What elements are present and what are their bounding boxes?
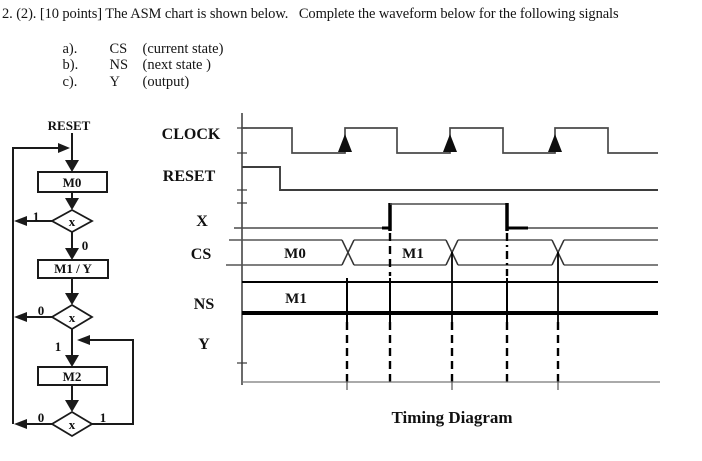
item-signal: CS <box>109 41 128 57</box>
item-letter: a). <box>62 41 78 57</box>
decision-diamond-1 <box>50 208 94 234</box>
arrow-into-m1y <box>65 248 79 260</box>
branch2-left-label: 0 <box>38 303 45 318</box>
decision2-x: x <box>69 310 76 325</box>
rising-edge-arrow-1 <box>338 134 352 152</box>
clock-edge-arrows <box>338 134 562 152</box>
label-ns: NS <box>194 296 215 313</box>
asm-decision-diamonds <box>50 208 94 438</box>
state-label-m0: M0 <box>63 175 82 190</box>
cs-value-m0: M0 <box>284 246 306 262</box>
asm-arrowheads <box>14 143 90 429</box>
arrow-to-rail-1 <box>14 216 27 226</box>
arrow-into-m2 <box>65 355 79 367</box>
ns-cell-dividers <box>346 252 559 322</box>
time-axis <box>242 381 660 390</box>
item-desc: (output) <box>142 74 190 90</box>
label-clock: CLOCK <box>162 126 221 143</box>
item-letter: b). <box>62 57 79 73</box>
asm-chart: RESET M0 M1 / Y M2 x x x 1 0 0 1 0 1 <box>12 118 134 438</box>
branch1-left-label: 1 <box>33 209 40 224</box>
timing-diagram: M0 M1 M1 <box>162 113 660 427</box>
item-desc: (next state ) <box>142 57 211 73</box>
arrow-to-rail-3 <box>14 419 27 429</box>
signal-name-labels: CLOCK RESET X CS NS Y <box>162 126 221 353</box>
rising-edge-arrow-3 <box>548 134 562 152</box>
cs-bus-transitions <box>341 239 565 266</box>
time-axis-ticks <box>346 382 559 390</box>
label-reset: RESET <box>163 168 216 185</box>
dashed-reference-lines <box>345 233 560 383</box>
reset-waveform <box>242 166 658 191</box>
decision1-x: x <box>69 214 76 229</box>
item-signal: Y <box>109 74 120 90</box>
asm-left-rail <box>12 147 58 424</box>
arrow-into-m0 <box>65 160 79 172</box>
branch1-down-label: 0 <box>82 238 89 253</box>
cs-value-m1: M1 <box>402 246 424 262</box>
asm-state-boxes <box>37 171 109 386</box>
state-label-m2: M2 <box>63 369 82 384</box>
label-cs: CS <box>191 246 212 263</box>
arrow-into-decision1 <box>65 198 79 210</box>
cs-bus-waveform: M0 M1 <box>226 239 658 266</box>
question-title: 2. (2). [10 points] The ASM chart is sho… <box>2 6 619 22</box>
decision3-x: x <box>69 417 76 432</box>
ns-value-m1: M1 <box>285 291 307 307</box>
arrow-into-top-junction <box>58 143 70 153</box>
rising-edge-arrow-2 <box>443 134 457 152</box>
decision-diamond-3 <box>50 410 94 438</box>
branch3-left-label: 0 <box>38 410 45 425</box>
decision-diamond-2 <box>50 303 94 331</box>
branch2-down-label: 1 <box>55 339 62 354</box>
branch3-right-label: 1 <box>100 410 107 425</box>
x-waveform <box>234 203 658 231</box>
signal-list-item-a: a). CS (current state) <box>48 24 224 75</box>
signal-list-item-c: c). Y (output) <box>48 57 190 108</box>
ns-bus-waveform: M1 <box>242 252 658 322</box>
arrow-feedback-join <box>77 335 90 345</box>
item-letter: c). <box>62 74 78 90</box>
item-desc: (current state) <box>142 41 224 57</box>
reset-label: RESET <box>48 118 91 133</box>
state-label-m1y: M1 / Y <box>54 261 92 276</box>
state-box-m0 <box>37 171 108 193</box>
arrow-into-decision3 <box>65 400 79 412</box>
item-signal: NS <box>109 57 129 73</box>
label-y: Y <box>198 336 210 353</box>
label-x: X <box>196 213 208 230</box>
state-box-m1y <box>37 259 109 279</box>
clock-waveform <box>242 127 658 154</box>
cs-bus-rails <box>226 239 658 266</box>
arrow-into-decision2 <box>65 293 79 305</box>
arrow-to-rail-2 <box>14 312 27 322</box>
asm-labels: RESET M0 M1 / Y M2 x x x 1 0 0 1 0 1 <box>33 118 107 432</box>
state-box-m2 <box>37 366 108 386</box>
asm-right-rail <box>90 339 134 425</box>
signal-list-item-b: b). NS (next state ) <box>48 40 211 91</box>
signal-axis <box>237 113 247 385</box>
timing-diagram-caption: Timing Diagram <box>391 408 512 427</box>
